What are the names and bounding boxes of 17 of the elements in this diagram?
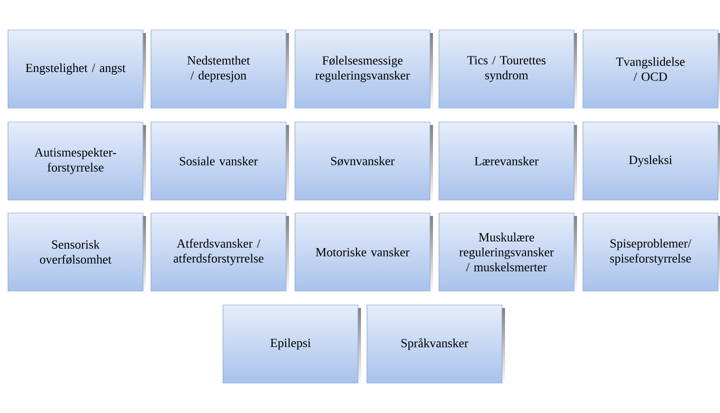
box: Språkvansker: [366, 304, 502, 384]
box: Autismespekter-forstyrrelse: [8, 122, 144, 200]
box: Lærevansker: [438, 122, 574, 200]
box: Sensorisk overfølsomhet: [8, 212, 144, 292]
box: Dysleksi: [582, 122, 718, 200]
box: Tics / Tourettes syndrom: [438, 30, 574, 108]
box: Tvangslidelse / OCD: [582, 30, 718, 108]
box: Muskulære reguleringsvansker / muskelsmerter: [438, 212, 574, 292]
box: Spiseproblemer/ spiseforstyrrelse: [582, 212, 718, 292]
box: Nedstemthet / depresjon: [150, 30, 286, 108]
box: Engstelighet / angst: [8, 30, 144, 108]
box: Søvnvansker: [294, 122, 430, 200]
box: Epilepsi: [222, 304, 358, 384]
box: Sosiale vansker: [150, 122, 286, 200]
box: Atferdsvansker / atferdsforstyrrelse: [150, 212, 286, 292]
box: Følelsesmessige reguleringsvansker: [294, 30, 430, 108]
box: Motoriske vansker: [294, 212, 430, 292]
